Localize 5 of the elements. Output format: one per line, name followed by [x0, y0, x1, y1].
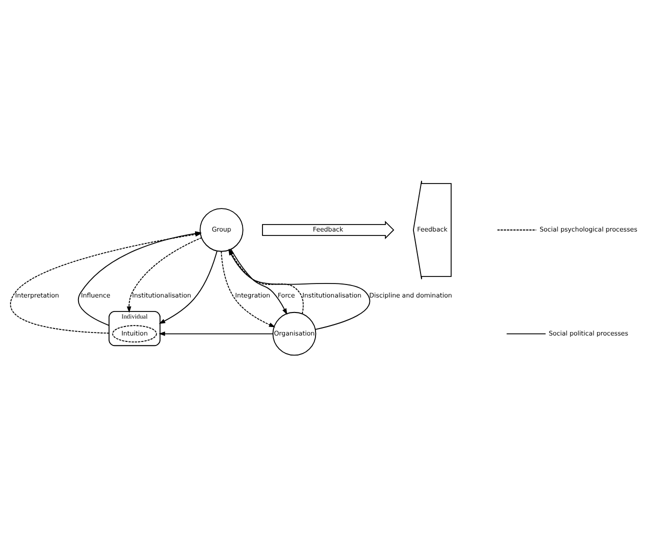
arrow — [158, 332, 274, 336]
arrow — [158, 250, 218, 324]
arrow — [220, 251, 276, 328]
arrow — [230, 248, 288, 315]
arrow — [126, 237, 202, 313]
